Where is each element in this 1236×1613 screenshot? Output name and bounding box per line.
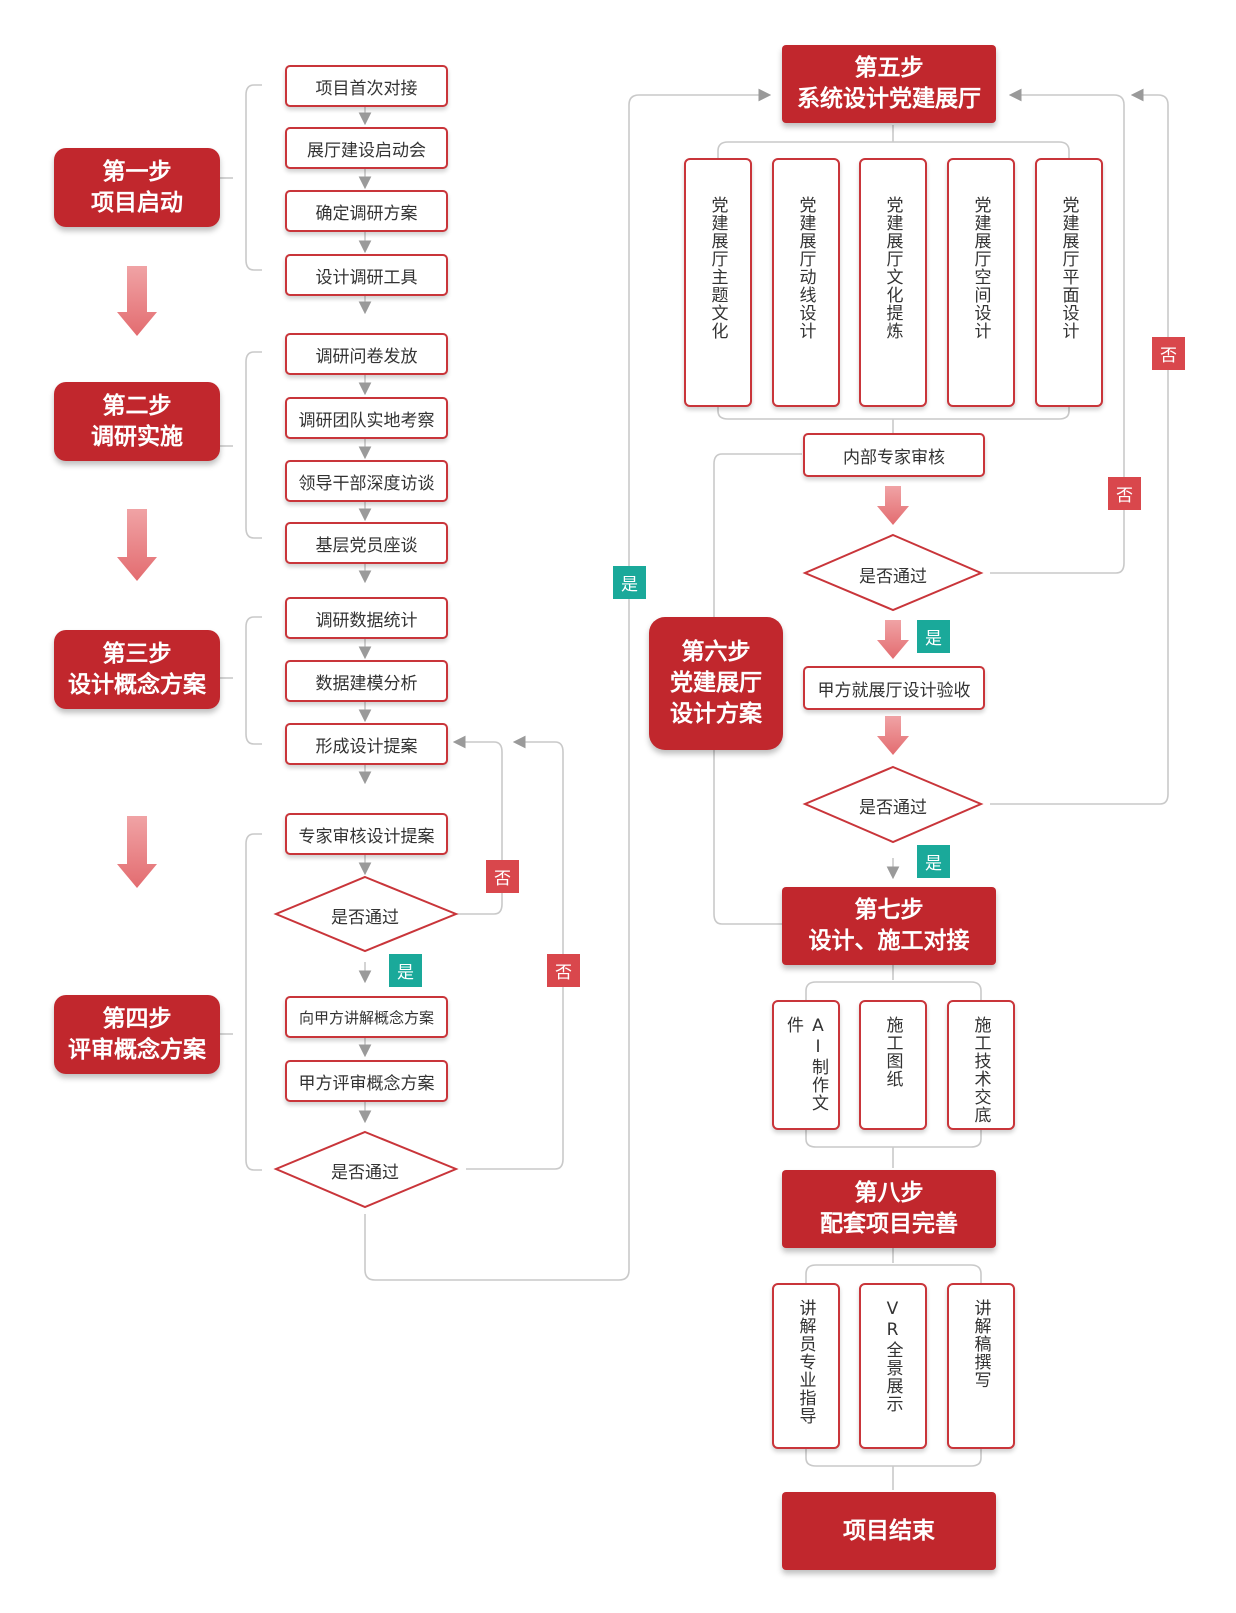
decision-label: 是否通过 <box>859 567 927 587</box>
process-box: 设计调研工具 <box>285 254 448 296</box>
process-box: 确定调研方案 <box>285 190 448 232</box>
step-8-number: 第八步 <box>854 1180 924 1206</box>
step-2: 第二步 调研实施 <box>54 382 220 461</box>
step-6-number: 第六步 <box>681 639 751 665</box>
step7-item: 施工图纸 <box>859 1000 927 1130</box>
big-down-arrow <box>117 816 157 888</box>
decision-label: 是否通过 <box>859 798 927 818</box>
step8-item: 讲解员专业指导 <box>772 1283 840 1449</box>
step-6-title-line1: 党建展厅 <box>670 670 762 696</box>
process-box: 甲方评审概念方案 <box>285 1060 448 1102</box>
process-box: 向甲方讲解概念方案 <box>285 996 448 1038</box>
project-end-label: 项目结束 <box>843 1517 935 1544</box>
no-tag: 否 <box>1152 337 1185 370</box>
no-tag: 否 <box>486 860 519 893</box>
step-6: 第六步 党建展厅 设计方案 <box>649 617 783 750</box>
step-6-title-line2: 设计方案 <box>670 701 762 727</box>
step-4-number: 第四步 <box>102 1005 172 1032</box>
step5-item: 党建展厅主题文化 <box>684 158 752 407</box>
yes-tag: 是 <box>917 620 950 653</box>
big-down-arrow <box>877 716 909 755</box>
step-8-title: 配套项目完善 <box>820 1211 958 1237</box>
process-box: 专家审核设计提案 <box>285 813 448 855</box>
step5-item: 党建展厅平面设计 <box>1035 158 1103 407</box>
step-1-title: 项目启动 <box>91 189 183 216</box>
internal-review-box: 内部专家审核 <box>803 433 985 477</box>
client-acceptance-box: 甲方就展厅设计验收 <box>803 666 985 710</box>
step-3: 第三步 设计概念方案 <box>54 630 220 709</box>
step8-item: 讲解稿撰写 <box>947 1283 1015 1449</box>
yes-tag: 是 <box>389 954 422 987</box>
big-down-arrow <box>117 509 157 581</box>
yes-tag: 是 <box>613 566 646 599</box>
project-end: 项目结束 <box>782 1492 996 1570</box>
step-5-title: 系统设计党建展厅 <box>797 86 981 112</box>
step-2-title: 调研实施 <box>91 423 183 450</box>
big-down-arrow <box>877 486 909 525</box>
step-4-title: 评审概念方案 <box>68 1036 206 1063</box>
step5-item: 党建展厅动线设计 <box>772 158 840 407</box>
step-7-title: 设计、施工对接 <box>808 928 970 954</box>
decision-diamond <box>802 533 984 612</box>
big-down-arrow <box>117 266 157 336</box>
step-7: 第七步 设计、施工对接 <box>782 887 996 965</box>
step-1-number: 第一步 <box>102 158 172 185</box>
step8-item: VR全景展示 <box>859 1283 927 1449</box>
decision-diamond <box>802 765 984 844</box>
step-4: 第四步 评审概念方案 <box>54 995 220 1074</box>
process-box: 展厅建设启动会 <box>285 127 448 169</box>
big-down-arrow <box>877 620 909 659</box>
no-tag: 否 <box>547 954 580 987</box>
decision-label: 是否通过 <box>331 1163 399 1183</box>
process-box: 基层党员座谈 <box>285 522 448 564</box>
step7-item: AI制作文件 <box>772 1000 840 1130</box>
step5-item: 党建展厅文化提炼 <box>859 158 927 407</box>
step-3-title: 设计概念方案 <box>68 671 206 698</box>
no-tag: 否 <box>1108 477 1141 510</box>
process-box: 调研数据统计 <box>285 597 448 639</box>
decision-diamond <box>273 875 459 953</box>
step5-item: 党建展厅空间设计 <box>947 158 1015 407</box>
process-box: 形成设计提案 <box>285 723 448 765</box>
step-2-number: 第二步 <box>102 392 172 419</box>
process-box: 调研问卷发放 <box>285 333 448 375</box>
process-box: 项目首次对接 <box>285 65 448 107</box>
step-3-number: 第三步 <box>102 640 172 667</box>
step7-item: 施工技术交底 <box>947 1000 1015 1130</box>
step-5-number: 第五步 <box>854 55 924 81</box>
decision-diamond <box>273 1130 459 1209</box>
step-5: 第五步 系统设计党建展厅 <box>782 45 996 123</box>
yes-tag: 是 <box>917 845 950 878</box>
step-7-number: 第七步 <box>854 897 924 923</box>
process-box: 数据建模分析 <box>285 660 448 702</box>
process-box: 领导干部深度访谈 <box>285 460 448 502</box>
step-1: 第一步 项目启动 <box>54 148 220 227</box>
step-8: 第八步 配套项目完善 <box>782 1170 996 1248</box>
decision-label: 是否通过 <box>331 908 399 928</box>
process-box: 调研团队实地考察 <box>285 397 448 439</box>
